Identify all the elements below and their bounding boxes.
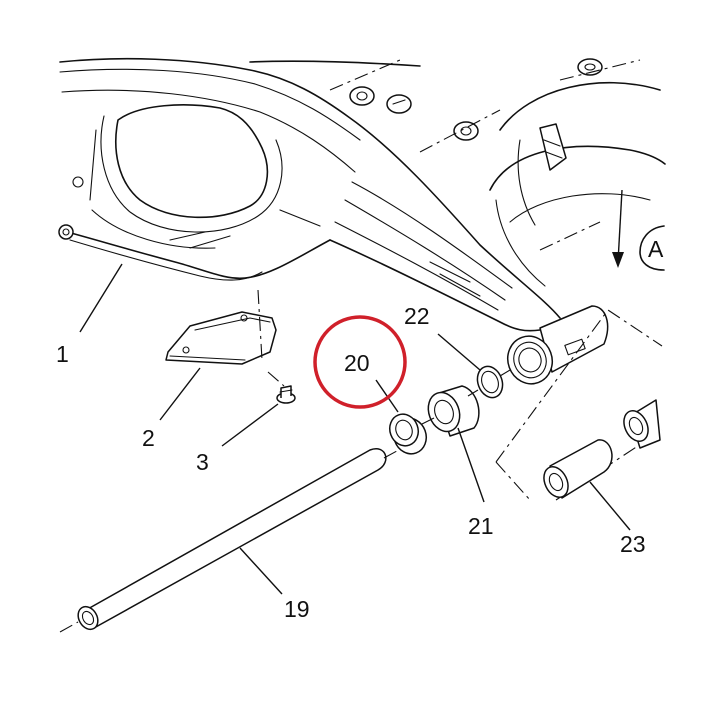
part-label-3: 3 <box>196 449 209 475</box>
screw <box>267 371 296 404</box>
spacer <box>495 309 663 501</box>
part-labels: 1 2 3 19 20 21 22 23 A <box>56 236 664 622</box>
part-label-20: 20 <box>344 350 370 376</box>
pivot-shaft <box>59 445 407 633</box>
guard-plate <box>165 289 277 365</box>
leader-lines <box>79 263 631 595</box>
part-label-1: 1 <box>56 341 69 367</box>
part-label-2: 2 <box>142 425 155 451</box>
shim-ring <box>467 365 511 399</box>
needle-bearing <box>421 385 480 437</box>
seal-ring <box>389 413 427 455</box>
highlight-circle <box>313 315 407 409</box>
view-marker-label: A <box>648 236 664 262</box>
part-label-22: 22 <box>404 303 430 329</box>
part-label-21: 21 <box>468 513 494 539</box>
part-label-23: 23 <box>620 531 646 557</box>
part-label-19: 19 <box>284 596 310 622</box>
swingarm <box>58 57 666 385</box>
